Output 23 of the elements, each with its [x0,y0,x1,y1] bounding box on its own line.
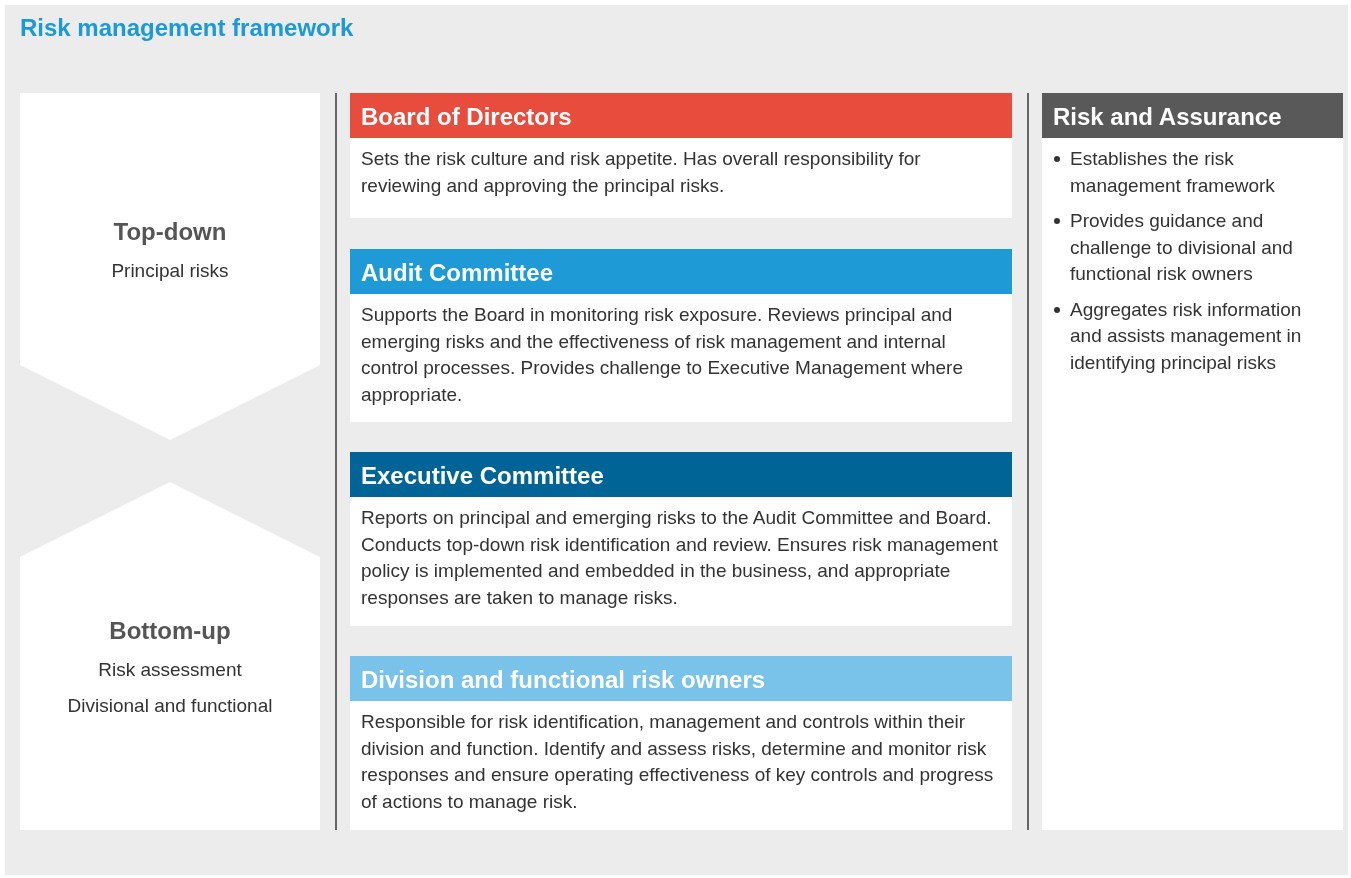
card-text: Sets the risk culture and risk appetite. Has overall responsibility for reviewing and approving the principal risks. [360,147,922,198]
panel-heading: Top-down [113,218,227,246]
heading-bar: Division and functional risk owners [350,656,1012,701]
heading-bar: Risk and Assurance [1042,93,1343,138]
heading-bar: Executive Committee [350,452,1012,497]
diagram-title: Risk management framework [20,14,354,42]
bullet-text: Provides guidance and challenge to divisional and functional risk owners [1070,209,1294,286]
panel-text: Risk assessment [98,659,242,681]
card-text: Reports on principal and emerging risks to the Audit Committee and Board. Conducts top-down risk identification and review. Ensures risk management policy is implemented and embedded in the business, and appropriate responses are taken to manage risks. [360,506,999,610]
card [350,656,1012,830]
side-panel [1042,93,1343,830]
card-text: Responsible for risk identification, management and controls within their division and function. Identify and assess risks, determine and monitor risk responses and ensure operating effectiveness of key controls and progress of actions to manage risk. [360,710,995,814]
bullet-text: Establishes the risk management framework [1070,147,1276,198]
card-text: Supports the Board in monitoring risk exposure. Reviews principal and emerging risks and the effectiveness of risk management and internal control processes. Provides challenge to Executive Management where appropriate. [360,303,964,407]
card [350,93,1012,218]
panel-text: Principal risks [111,260,229,282]
heading-bar: Board of Directors [350,93,1012,138]
card [350,452,1012,626]
panel-heading: Bottom-up [109,617,231,645]
bullet-text: Aggregates risk information and assists management in identifying principal risks [1070,297,1303,375]
heading-bar: Audit Committee [350,249,1012,294]
card [350,249,1012,422]
panel-text: Divisional and functional [67,695,273,717]
